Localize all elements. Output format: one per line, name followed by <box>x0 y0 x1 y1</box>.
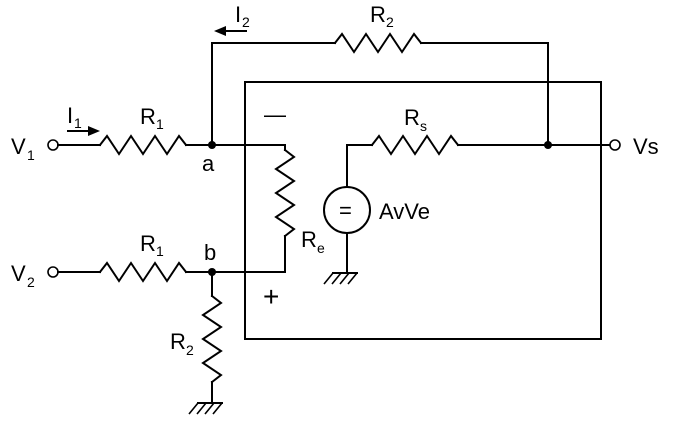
label-r2-bottom: R <box>170 329 186 354</box>
resistor-r2-bottom <box>201 294 223 384</box>
label-r1-bottom: R <box>140 231 156 256</box>
label-r1-top: R <box>140 104 156 129</box>
label-i2: I <box>235 2 241 27</box>
label-i1-sub: 1 <box>74 115 82 131</box>
amplifier-box <box>244 81 602 340</box>
vs-terminal <box>609 139 621 151</box>
label-re-sub: e <box>317 240 325 256</box>
label-minus: — <box>264 102 286 127</box>
node-a-wire <box>185 144 286 151</box>
label-re: R <box>301 227 317 252</box>
source-top-wire <box>346 144 373 188</box>
label-v2-sub: 2 <box>27 274 35 290</box>
v2-terminal <box>47 266 59 278</box>
arrow-i1-icon <box>67 126 100 136</box>
ground-icon-left <box>188 402 223 415</box>
resistor-re <box>274 148 296 238</box>
re-lower-wire <box>211 235 286 273</box>
source-equals-symbol: = <box>339 198 352 223</box>
junction-node-b <box>208 268 216 276</box>
junction-node-a <box>208 141 216 149</box>
junction-output <box>544 141 552 149</box>
label-i1: I <box>67 103 73 128</box>
label-r2-bottom-sub: 2 <box>186 342 194 358</box>
feedback-wire-right <box>420 42 549 146</box>
label-node-b: b <box>204 240 216 265</box>
label-r1-top-sub: 1 <box>156 116 164 132</box>
label-i2-sub: 2 <box>242 14 250 30</box>
feedback-wire-left <box>211 42 336 146</box>
label-vs: Vs <box>633 134 659 159</box>
resistor-r1-top <box>98 134 188 156</box>
label-r2-top: R <box>370 2 386 27</box>
label-v1: V <box>11 134 26 159</box>
arrow-i2-icon <box>214 26 247 36</box>
label-r2-top-sub: 2 <box>386 14 394 30</box>
resistor-r1-bottom <box>98 261 188 283</box>
label-v2: V <box>11 261 26 286</box>
label-v1-sub: 1 <box>27 147 35 163</box>
label-rs: R <box>404 105 420 130</box>
label-rs-sub: s <box>420 118 427 134</box>
v1-terminal <box>47 139 59 151</box>
ground-icon-source <box>323 272 358 285</box>
label-node-a: a <box>202 151 215 176</box>
label-avve: AvVe <box>379 199 430 224</box>
label-r1-bottom-sub: 1 <box>156 243 164 259</box>
resistor-rs <box>370 134 460 156</box>
label-plus: + <box>263 281 279 312</box>
resistor-r2-top <box>333 32 423 54</box>
